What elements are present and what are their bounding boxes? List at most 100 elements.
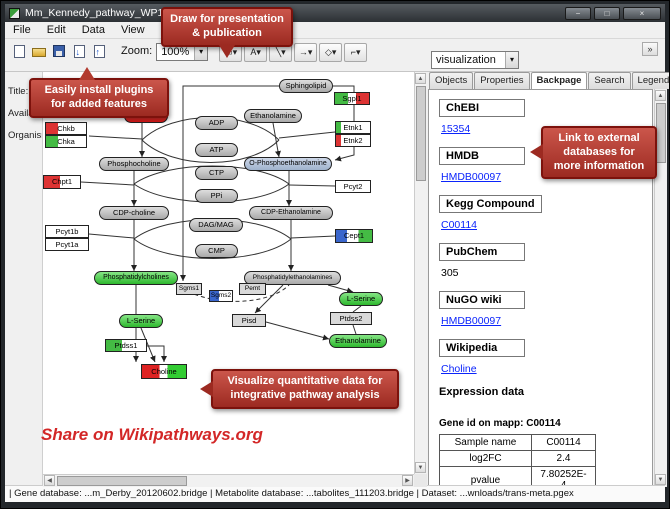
tab-legend[interactable]: Legend	[631, 72, 669, 89]
pathway-node-sgpl1[interactable]: Sgpl1	[334, 92, 370, 105]
pathway-edge	[141, 139, 280, 163]
pathway-node-cept1[interactable]: Cept1	[335, 229, 373, 243]
pathway-node-phosphatidylcholines[interactable]: Phosphatidylcholines	[94, 271, 178, 285]
scroll-left-icon[interactable]: ◀	[44, 475, 55, 486]
pathway-node-sphingolipid[interactable]: Sphingolipid	[279, 79, 333, 93]
sidebar-scrollbar[interactable]: ▲ ▼	[654, 89, 667, 486]
chevron-down-icon[interactable]: ▾	[194, 44, 208, 60]
pathway-node-pcyt2[interactable]: Pcyt2	[335, 180, 371, 193]
titlebar[interactable]: Mm_Kennedy_pathway_WP1771_45176.gpml − □…	[5, 4, 665, 22]
new-file-glyph	[13, 44, 25, 58]
open-file-icon[interactable]	[29, 41, 49, 61]
pathway-node-pcyt1a[interactable]: Pcyt1a	[45, 238, 89, 251]
scroll-down-icon[interactable]: ▼	[655, 474, 666, 485]
pathway-edge	[88, 233, 135, 239]
connector-tool[interactable]: ⌐▾	[344, 43, 368, 62]
pathway-edge	[290, 235, 336, 239]
pathway-node-ptdss1[interactable]: Ptdss1	[105, 339, 147, 352]
callout-pointer-icon	[79, 67, 95, 80]
database-id-link[interactable]: Choline	[441, 363, 477, 375]
pathway-node-pemt[interactable]: Pemt	[239, 283, 266, 295]
pathway-edge	[265, 321, 330, 341]
scrollbar-thumb[interactable]	[416, 86, 426, 181]
menubar: FileEditDataViewPluginsHelp	[5, 22, 665, 39]
pathway-node-atp[interactable]: ATP	[195, 143, 238, 157]
pathway-node-l-serine[interactable]: L-Serine	[119, 314, 163, 328]
canvas-vertical-scrollbar[interactable]: ▲ ▼	[414, 72, 427, 474]
pathway-node-dag-mag[interactable]: DAG/MAG	[189, 218, 243, 232]
toolbar-overflow-button[interactable]: »	[642, 42, 658, 56]
scrollbar-corner	[414, 474, 427, 487]
pathway-node-ptdss2[interactable]: Ptdss2	[330, 312, 372, 325]
new-file-icon[interactable]	[9, 41, 29, 61]
menu-edit[interactable]: Edit	[46, 24, 66, 36]
shape-tool[interactable]: ◇▾	[319, 43, 343, 62]
maximize-button[interactable]: □	[594, 6, 620, 20]
database-id-link[interactable]: 15354	[441, 123, 471, 135]
menu-view[interactable]: View	[120, 24, 145, 36]
scroll-down-icon[interactable]: ▼	[415, 462, 426, 473]
pathway-canvas[interactable]: SphingolipidSgpl1CholineEthanolamineADPC…	[43, 72, 427, 487]
pathway-info-panel: Title:AvailabiOrganism	[5, 72, 43, 487]
pathway-node-phosphocholine[interactable]: Phosphocholine	[99, 157, 169, 171]
visualization-combo[interactable]: visualization ▾	[431, 51, 519, 69]
pathway-node-chka[interactable]: Chka	[45, 135, 87, 148]
tab-properties[interactable]: Properties	[474, 72, 530, 89]
pathway-node-pisd[interactable]: Pisd	[232, 314, 266, 327]
pathway-node-cdp-choline[interactable]: CDP-choline	[99, 206, 169, 220]
pathway-node-ctp[interactable]: CTP	[195, 166, 238, 180]
scroll-up-icon[interactable]: ▲	[415, 73, 426, 84]
pathway-edge	[352, 324, 357, 335]
scrollbar-thumb[interactable]	[656, 103, 666, 163]
tab-backpage[interactable]: Backpage	[530, 72, 588, 89]
pathway-node-cmp[interactable]: CMP	[195, 244, 238, 258]
pathway-node-etnk2[interactable]: Etnk2	[335, 134, 371, 147]
pathway-node-ppi[interactable]: PPi	[195, 189, 238, 203]
minimize-button[interactable]: −	[565, 6, 591, 20]
pathway-node-ethanolamine[interactable]: Ethanolamine	[329, 334, 387, 348]
table-cell: 7.80252E-4	[531, 466, 596, 485]
chevron-down-icon[interactable]: ▾	[505, 52, 518, 68]
import-icon[interactable]	[69, 41, 89, 61]
pathway-node-ethanolamine[interactable]: Ethanolamine	[244, 109, 302, 123]
callout-pointer-icon	[530, 144, 543, 160]
export-icon[interactable]	[89, 41, 109, 61]
pathway-node-phosphatidylethanolamines[interactable]: Phosphatidylethanolamines	[244, 271, 341, 285]
menu-file[interactable]: File	[13, 24, 31, 36]
pathway-node-o-phosphoethanolamine[interactable]: O-Phosphoethanolamine	[244, 157, 332, 171]
pathway-node-cdp-ethanolamine[interactable]: CDP-Ethanolamine	[249, 206, 333, 220]
database-name-box: Kegg Compound	[439, 195, 542, 213]
database-id-link[interactable]: HMDB00097	[441, 315, 502, 327]
scroll-up-icon[interactable]: ▲	[655, 90, 666, 101]
pathway-node-sgms1[interactable]: Sgms1	[176, 283, 202, 295]
callout-text: Visualize quantitative data for integrat…	[227, 375, 383, 401]
database-id-value: 305	[441, 267, 459, 279]
pathway-node-etnk1[interactable]: Etnk1	[335, 121, 371, 134]
pathway-node-pcyt1b[interactable]: Pcyt1b	[45, 225, 89, 238]
pathway-node-adp[interactable]: ADP	[195, 116, 238, 130]
database-id-link[interactable]: HMDB00097	[441, 171, 502, 183]
close-button[interactable]: ×	[623, 6, 661, 20]
save-file-icon[interactable]	[49, 41, 69, 61]
arrow-tool[interactable]: →▾	[294, 43, 318, 62]
pathway-node-chkb[interactable]: Chkb	[45, 122, 87, 135]
scroll-right-icon[interactable]: ▶	[402, 475, 413, 486]
pathway-edge	[333, 85, 355, 162]
pathway-node-sgms2[interactable]: Sgms2	[209, 290, 233, 302]
tab-objects[interactable]: Objects	[429, 72, 474, 89]
menu-data[interactable]: Data	[81, 24, 105, 36]
window-title: Mm_Kennedy_pathway_WP1771_45176.gpml	[25, 7, 242, 19]
pathway-node-choline[interactable]: Choline	[141, 364, 187, 379]
scrollbar-thumb[interactable]	[57, 476, 187, 486]
pathway-node-chpt1[interactable]: Chpt1	[43, 175, 81, 189]
tab-search[interactable]: Search	[588, 72, 631, 89]
database-id-link[interactable]: C00114	[441, 219, 478, 231]
pathway-node-l-serine[interactable]: L-Serine	[339, 292, 383, 306]
canvas-horizontal-scrollbar[interactable]: ◀ ▶	[43, 474, 414, 487]
field-label: Title:	[8, 86, 29, 97]
